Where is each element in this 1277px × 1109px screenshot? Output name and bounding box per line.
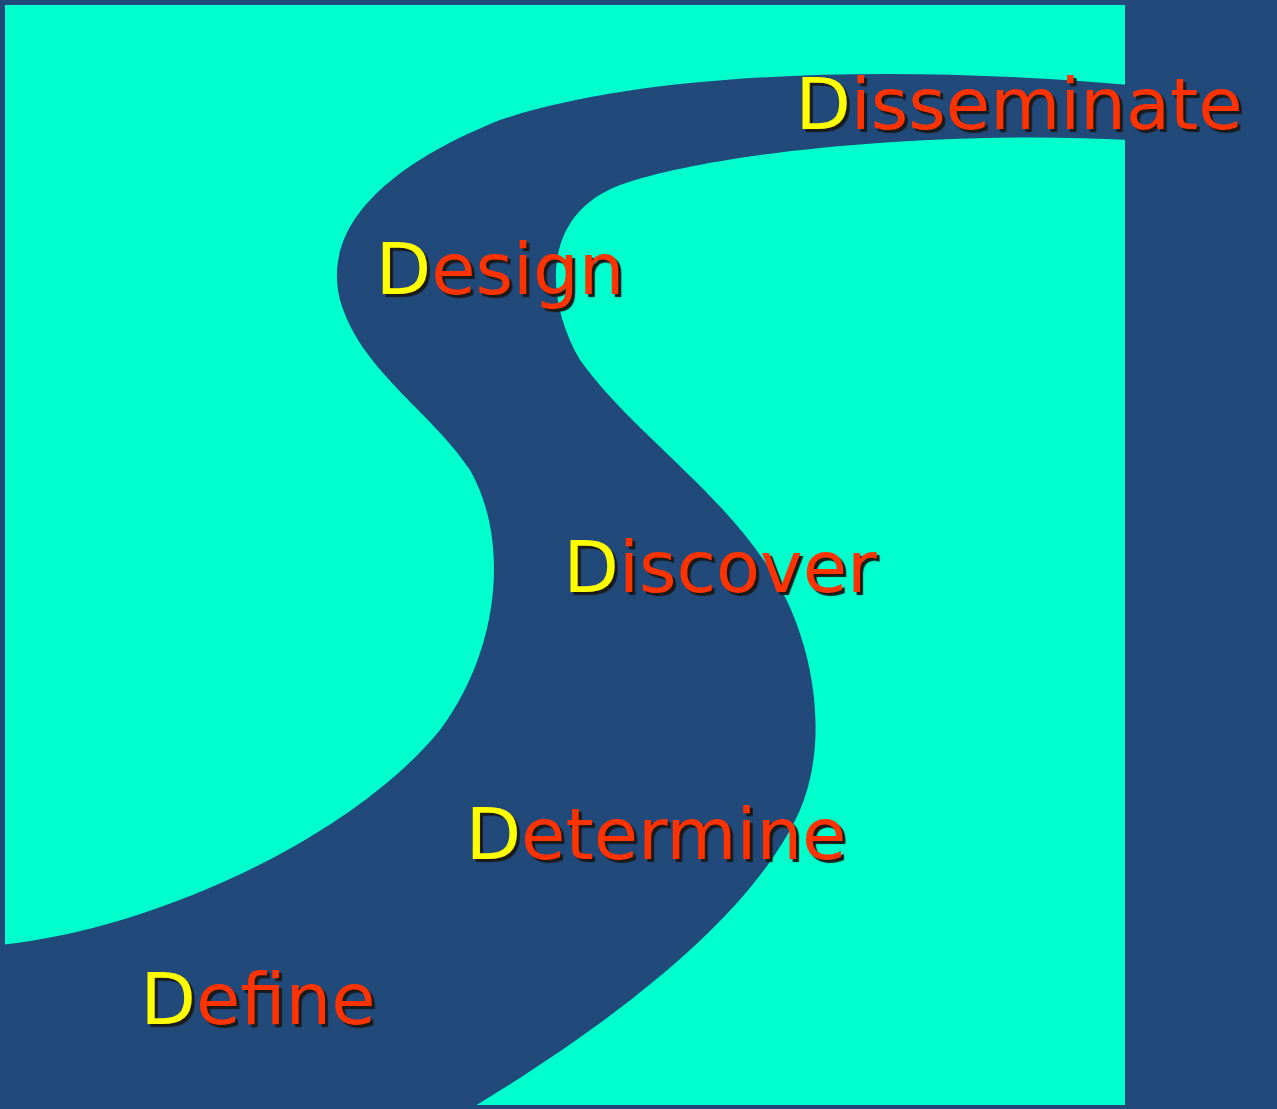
step-label: Design bbox=[376, 230, 625, 309]
winding-road bbox=[0, 74, 1130, 1109]
label-holder: Disseminate bbox=[795, 65, 1242, 144]
step-label: Disseminate bbox=[795, 65, 1242, 144]
step-label: Define bbox=[140, 960, 375, 1039]
label-holder: Determine bbox=[466, 795, 847, 874]
step-label: Discover bbox=[563, 528, 876, 607]
label-holder: Define bbox=[140, 960, 375, 1039]
label-holder: Discover bbox=[563, 528, 876, 607]
label-holder: Design bbox=[376, 230, 625, 309]
step-label: Determine bbox=[466, 795, 847, 874]
